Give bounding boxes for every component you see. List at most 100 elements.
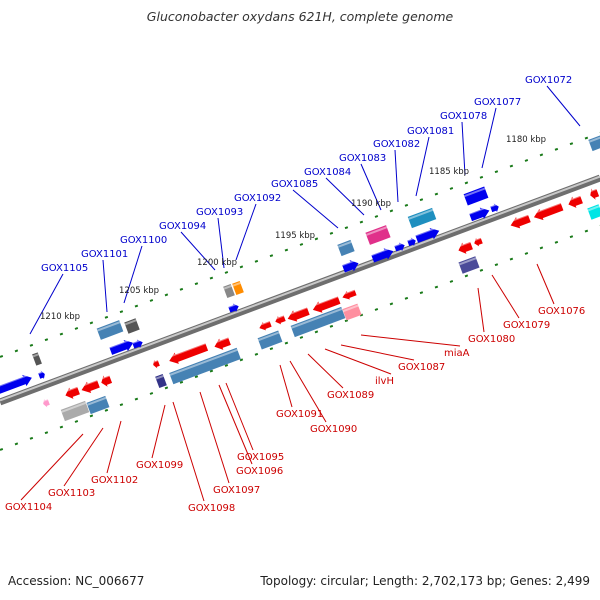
gene-feature	[341, 288, 357, 300]
tick-dash	[194, 375, 199, 379]
kbp-label: 1205 kbp	[119, 286, 159, 296]
feature-shape	[463, 186, 489, 206]
feature-highlight	[588, 188, 597, 193]
tick-dash	[509, 257, 514, 261]
connector-reverse	[307, 353, 344, 389]
gene-label-reverse: miaA	[444, 348, 470, 359]
feature-shape	[223, 283, 235, 299]
gene-label-reverse: ilvH	[375, 376, 394, 387]
tick-dash	[374, 215, 379, 218]
gene-label-forward: GOX1072	[525, 75, 572, 86]
connector-reverse	[63, 427, 104, 487]
gene-feature	[532, 202, 564, 221]
feature-shape	[415, 227, 440, 243]
feature-highlight	[393, 241, 405, 247]
gene-feature	[86, 395, 110, 415]
tick-dash	[299, 243, 304, 246]
feature-highlight	[37, 370, 45, 375]
gene-feature	[151, 359, 160, 369]
gene-feature	[169, 347, 241, 385]
connector-reverse	[340, 344, 415, 361]
feature-shape	[214, 337, 231, 350]
gene-feature	[342, 303, 362, 321]
feature-highlight	[566, 194, 581, 202]
gene-labels: GOX1072GOX1077GOX1078GOX1081GOX1082GOX10…	[5, 75, 585, 514]
feature-shape	[371, 248, 394, 263]
tick-dash	[284, 248, 289, 252]
tick-dash	[494, 263, 499, 267]
tick-dash	[239, 265, 244, 269]
feature-shape	[342, 303, 362, 321]
gene-feature	[489, 202, 499, 213]
gene-label-forward: GOX1081	[407, 126, 454, 137]
feature-shape	[407, 207, 437, 229]
tick-dash	[344, 226, 349, 230]
gene-label-reverse: GOX1102	[91, 475, 138, 486]
feature-highlight	[456, 240, 471, 248]
connector-reverse	[360, 334, 461, 347]
tick-dash	[494, 170, 499, 174]
gene-feature	[290, 306, 346, 338]
tick-dash	[89, 414, 94, 418]
tick-dash	[14, 349, 19, 353]
feature-shape	[124, 318, 140, 334]
gene-feature	[365, 225, 391, 245]
tick-dash	[134, 304, 139, 308]
feature-shape	[587, 204, 600, 220]
feature-highlight	[79, 379, 98, 388]
feature-highlight	[365, 226, 388, 236]
gene-label-forward: GOX1092	[234, 193, 281, 204]
connector-reverse	[491, 274, 520, 319]
connector-forward	[461, 121, 466, 176]
gene-label-forward: GOX1093	[196, 207, 243, 218]
feature-shape	[32, 352, 42, 366]
gene-feature	[415, 226, 440, 243]
tick-dash	[194, 282, 199, 286]
connector-forward	[180, 231, 216, 271]
feature-shape	[342, 289, 357, 300]
feature-highlight	[155, 375, 164, 380]
tick-dash	[524, 252, 529, 255]
gene-feature	[311, 295, 341, 313]
tick-dash	[284, 341, 289, 345]
feature-shape	[394, 242, 405, 252]
feature-shape	[228, 303, 239, 313]
feature-highlight	[458, 257, 477, 266]
feature-highlight	[169, 348, 238, 376]
gene-feature	[370, 246, 394, 263]
gene-feature	[566, 194, 583, 208]
connector-reverse	[225, 382, 254, 451]
gene-label-reverse: GOX1089	[327, 390, 374, 401]
tick-dash	[569, 142, 574, 146]
tick-dash	[434, 192, 439, 196]
tick-dash	[539, 246, 544, 250]
feature-shape	[312, 296, 341, 313]
connector-forward	[217, 217, 225, 269]
gene-label-forward: GOX1094	[159, 221, 206, 232]
feature-shape	[590, 188, 600, 200]
gene-feature	[131, 338, 143, 349]
gene-feature	[32, 352, 42, 366]
gene-feature	[109, 338, 134, 355]
tick-dash	[29, 343, 34, 347]
feature-highlight	[258, 320, 270, 327]
feature-shape	[407, 237, 416, 247]
gene-label-reverse: GOX1076	[538, 306, 585, 317]
feature-highlight	[212, 336, 229, 345]
gene-feature	[155, 373, 167, 389]
tick-dash	[584, 229, 589, 233]
tick-dash	[44, 338, 49, 342]
feature-shape	[287, 307, 310, 322]
feature-highlight	[257, 331, 280, 342]
gene-label-reverse: GOX1096	[236, 466, 283, 477]
feature-highlight	[337, 240, 352, 248]
feature-highlight	[32, 353, 39, 358]
connector-forward	[29, 273, 64, 335]
tick-dash	[329, 324, 334, 328]
feature-shape	[588, 134, 600, 152]
gene-feature	[393, 241, 405, 252]
feature-shape	[60, 400, 90, 422]
tick-dash	[119, 403, 124, 407]
connector-forward	[360, 163, 382, 211]
